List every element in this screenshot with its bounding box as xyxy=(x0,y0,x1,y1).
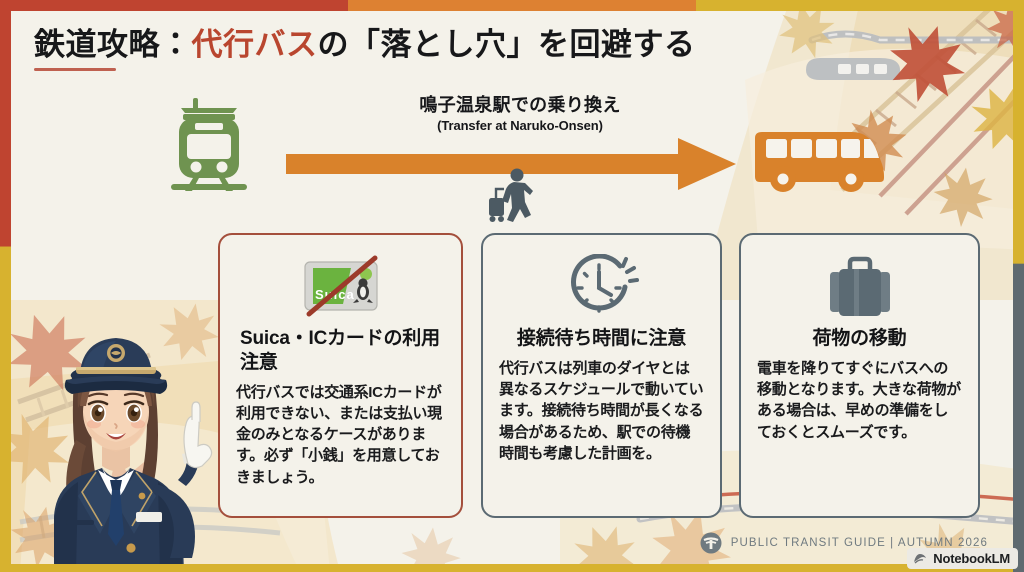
card-icon-wrap: Suica xyxy=(293,253,389,325)
title-block: 鉄道攻略：代行バスの「落とし穴」を回避する xyxy=(34,26,696,72)
suica-card-prohibited-icon: Suica xyxy=(303,255,378,317)
notebooklm-icon xyxy=(914,554,927,564)
suitcase-icon xyxy=(829,256,890,316)
card-title: 荷物の移動 xyxy=(812,328,907,349)
clock-icon xyxy=(570,254,639,313)
top-bar-gold-segment xyxy=(696,0,1024,11)
traveler-with-suitcase-icon xyxy=(489,168,533,222)
card-title: Suica・ICカードの利用注意 xyxy=(240,328,440,373)
card-body: 代行バスでは交通系ICカードが利用できない、または支払い現金のみとなるケースがあ… xyxy=(236,383,442,486)
transit-logo-icon xyxy=(700,532,722,554)
right-color-bar xyxy=(1013,0,1024,572)
card-body: 電車を降りてすぐにバスへの移動となります。大きな荷物がある場合は、早めの準備をし… xyxy=(757,359,961,441)
top-bar-orange-segment xyxy=(348,0,696,11)
bottom-color-bar xyxy=(0,564,1024,572)
transfer-label-en: (Transfer at Naruko-Onsen) xyxy=(437,117,603,133)
card-icon-wrap xyxy=(822,253,898,325)
transfer-label: 鳴子温泉駅での乗り換え (Transfer at Naruko-Onsen) xyxy=(330,94,710,133)
top-bar-red-segment xyxy=(0,0,348,11)
title-accent: 代行バス xyxy=(191,27,318,62)
card-suica-warning[interactable]: Suica Suica・ICカードの利用注意 代行バスでは交通系ICカードが利用… xyxy=(218,233,463,518)
card-title: 接続待ち時間に注意 xyxy=(516,328,687,349)
card-luggage-move[interactable]: 荷物の移動 電車を降りてすぐにバスへの移動となります。大きな荷物がある場合は、早… xyxy=(739,233,980,518)
female-train-conductor xyxy=(54,338,213,572)
left-color-bar xyxy=(0,0,11,572)
title-tail: の「落とし穴」を回避する xyxy=(317,27,696,62)
card-body: 代行バスは列車のダイヤとは異なるスケジュールで動いています。接続待ち時間が長くな… xyxy=(499,359,704,462)
title-lead: 鉄道攻略： xyxy=(34,27,192,62)
bus-icon xyxy=(755,132,884,192)
card-connection-wait[interactable]: 接続待ち時間に注意 代行バスは列車のダイヤとは異なるスケジュールで動いています。… xyxy=(481,233,722,518)
page-title: 鉄道攻略：代行バスの「落とし穴」を回避する xyxy=(34,26,696,63)
card-icon-wrap xyxy=(565,253,639,325)
notebooklm-label: NotebookLM xyxy=(933,551,1010,566)
train-front-icon xyxy=(171,98,247,191)
transfer-label-jp: 鳴子温泉駅での乗り換え xyxy=(419,95,621,115)
title-underline xyxy=(34,68,116,72)
notebooklm-watermark: NotebookLM xyxy=(907,548,1018,569)
top-color-bar xyxy=(0,0,1024,11)
